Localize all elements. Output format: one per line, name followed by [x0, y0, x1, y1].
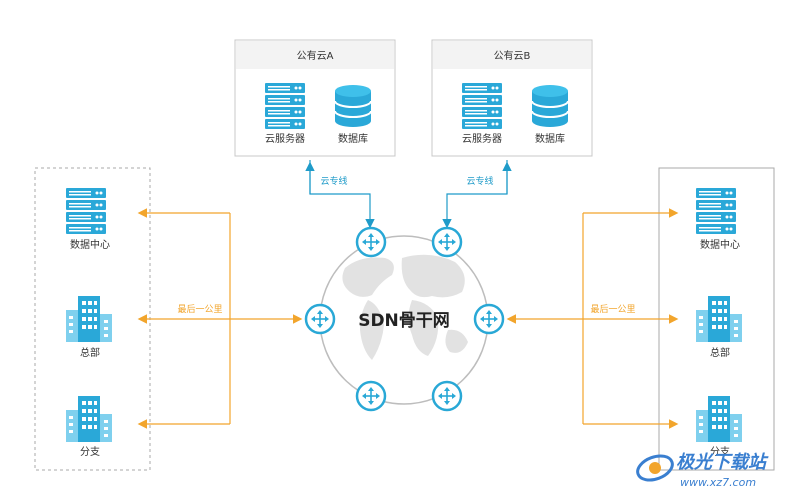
right-branch-label: 分支: [710, 446, 730, 458]
cloud-a-server-label: 云服务器: [265, 132, 305, 145]
dedicated-line-b: 云专线: [442, 160, 512, 229]
router-icon: [355, 226, 387, 258]
left-branch-label: 分支: [80, 446, 100, 458]
left-last-mile-label: 最后一公里: [177, 304, 222, 315]
cloud-b-db-label: 数据库: [535, 132, 565, 145]
cloud-b-box: 公有云B 云服务器 数据库: [431, 39, 593, 157]
cloud-a-db-label: 数据库: [338, 132, 368, 145]
dedicated-line-label-a: 云专线: [320, 175, 347, 187]
sdn-backbone-globe: SDN骨干网: [319, 235, 489, 405]
core-network-label: SDN骨干网: [358, 311, 450, 331]
building-icon: [66, 296, 112, 342]
building-icon: [696, 396, 742, 442]
watermark-text: 极光下载站: [676, 452, 769, 473]
router-icon: [304, 303, 336, 335]
cloud-b-title: 公有云B: [494, 49, 531, 62]
router-icon: [355, 380, 387, 412]
left-hq-label: 总部: [80, 346, 100, 359]
router-icon: [473, 303, 505, 335]
right-hq-label: 总部: [710, 346, 730, 359]
watermark: 极光下载站 www.xz7.com: [636, 452, 769, 489]
datacenter-icon: [696, 188, 736, 234]
right-last-mile-label: 最后一公里: [590, 304, 635, 315]
dedicated-line-a: 云专线: [305, 160, 375, 229]
router-icon: [431, 226, 463, 258]
watermark-logo-icon: [636, 454, 674, 482]
left-datacenter-label: 数据中心: [70, 238, 110, 251]
left-last-mile-links: [137, 208, 303, 429]
building-icon: [696, 296, 742, 342]
cloud-a-title: 公有云A: [297, 49, 334, 62]
router-icon: [431, 380, 463, 412]
cloud-b-server-label: 云服务器: [462, 132, 502, 145]
building-icon: [66, 396, 112, 442]
database-icon: [531, 84, 569, 128]
datacenter-icon: [66, 188, 106, 234]
cloud-a-box: 公有云A 云服务器 数据库: [234, 39, 396, 157]
watermark-url: www.xz7.com: [680, 476, 756, 489]
database-icon: [334, 84, 372, 128]
dedicated-line-label-b: 云专线: [466, 175, 493, 187]
right-last-mile-links: [506, 208, 679, 429]
right-datacenter-label: 数据中心: [700, 238, 740, 251]
